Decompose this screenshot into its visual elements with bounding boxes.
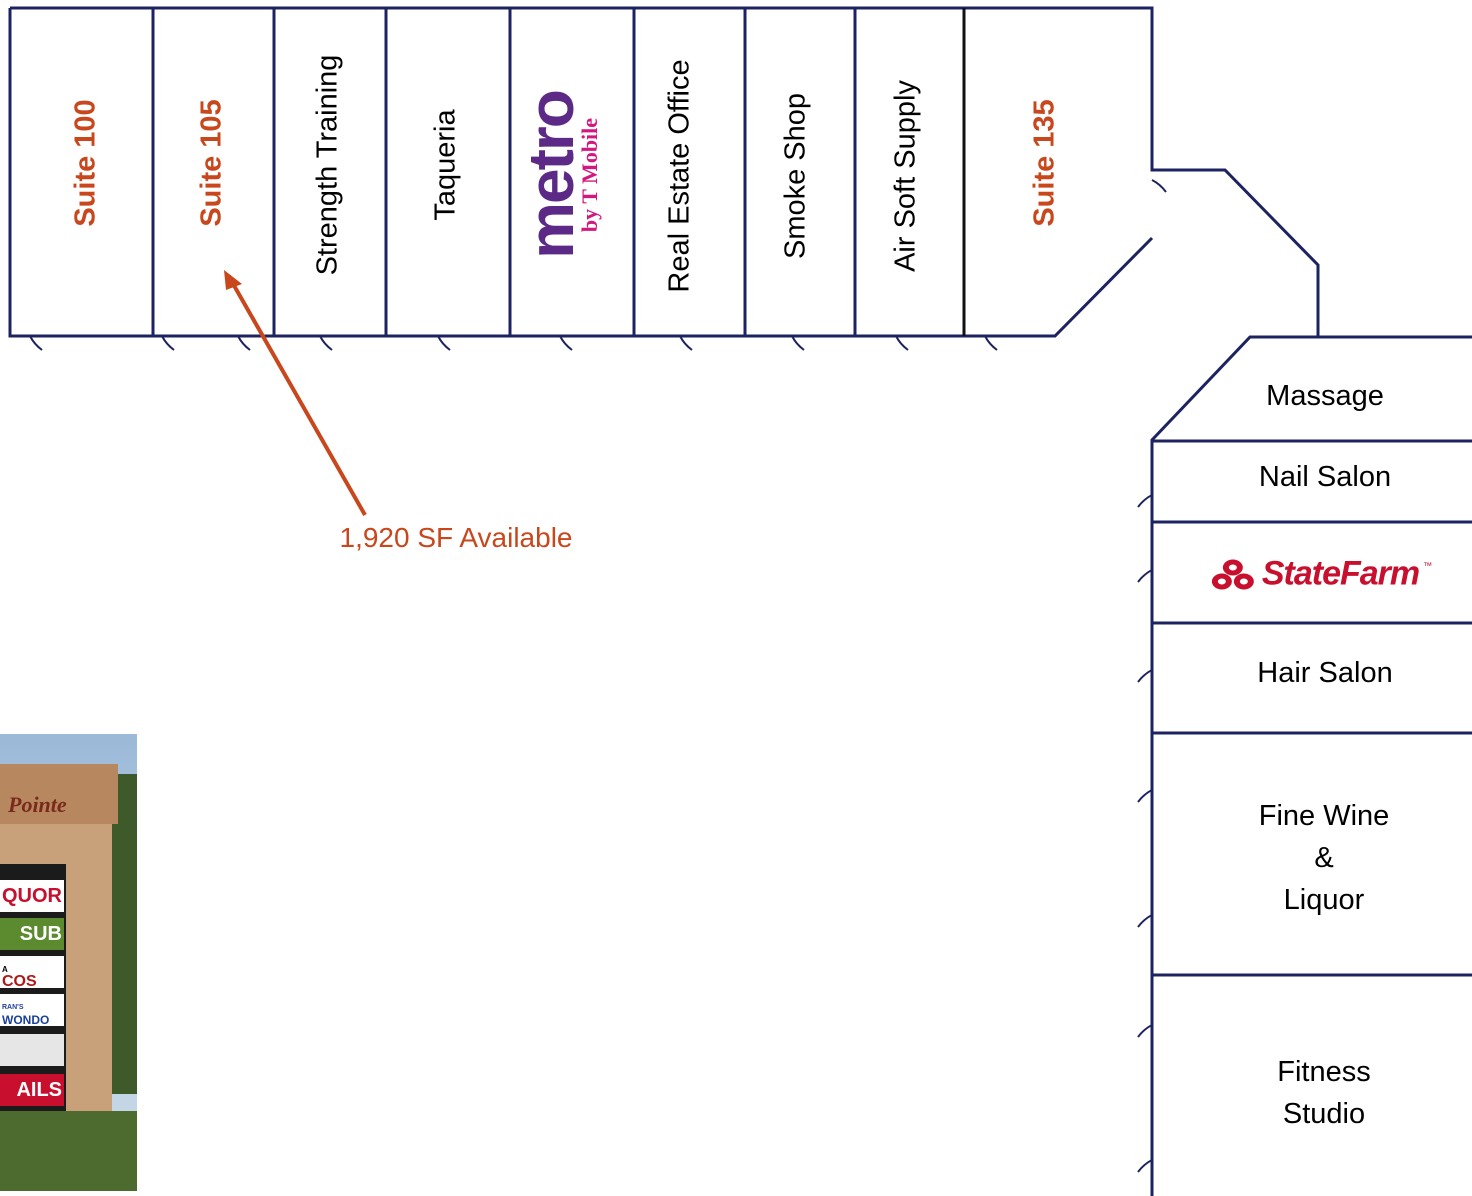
label-fine-wine-liquor[interactable]: Fine Wine & Liquor <box>1258 800 1390 916</box>
label-smoke-shop[interactable]: Smoke Shop <box>779 92 812 260</box>
pylon-cap <box>0 764 118 824</box>
sign-panel-1: QUOR <box>0 880 64 912</box>
available-callout: 1,920 SF Available <box>339 522 573 553</box>
callout-arrow <box>224 270 367 516</box>
sign-panel-2: SUB <box>0 918 64 950</box>
label-hair-salon[interactable]: Hair Salon <box>1257 657 1393 689</box>
top-row-outline <box>8 6 1472 1196</box>
label-suite-105[interactable]: Suite 105 <box>195 99 228 227</box>
door-swings-right <box>1137 179 1167 1173</box>
label-fitness-studio[interactable]: Fitness Studio <box>1277 1056 1371 1130</box>
metro-logo[interactable]: metro by T Mobile <box>515 91 602 259</box>
label-nail-salon[interactable]: Nail Salon <box>1258 461 1392 493</box>
hedge <box>0 1111 137 1191</box>
label-taqueria[interactable]: Taqueria <box>429 109 462 221</box>
state-farm-logo[interactable]: StateFarm ™ <box>1208 555 1432 594</box>
top-row-dividers <box>151 8 966 336</box>
sign-panel-5: AILS <box>0 1074 64 1106</box>
label-strength-training[interactable]: Strength Training <box>311 54 344 276</box>
label-suite-135[interactable]: Suite 135 <box>1028 99 1061 227</box>
metro-sublabel: by T Mobile <box>577 117 602 233</box>
label-air-soft-supply[interactable]: Air Soft Supply <box>889 80 922 272</box>
sign-panel-blank <box>0 1034 64 1066</box>
metro-wordmark: metro <box>515 91 587 259</box>
pylon-sign-photo: Pointe QUOR SUB A COS RAN'S WONDO AILS <box>0 734 137 1191</box>
sign-panel-3: A COS <box>0 956 64 990</box>
right-column-dividers <box>1152 439 1472 977</box>
state-farm-tm: ™ <box>1423 560 1433 571</box>
state-farm-wordmark: StateFarm <box>1261 554 1420 593</box>
sign-panel-4: RAN'S WONDO <box>0 994 64 1026</box>
label-massage[interactable]: Massage <box>1266 380 1384 412</box>
state-farm-ovals-icon <box>1211 559 1254 589</box>
label-real-estate-office[interactable]: Real Estate Office <box>663 59 696 293</box>
label-suite-100[interactable]: Suite 100 <box>69 99 102 227</box>
door-swings-top <box>29 335 998 351</box>
pylon-caption: Pointe <box>8 792 67 817</box>
